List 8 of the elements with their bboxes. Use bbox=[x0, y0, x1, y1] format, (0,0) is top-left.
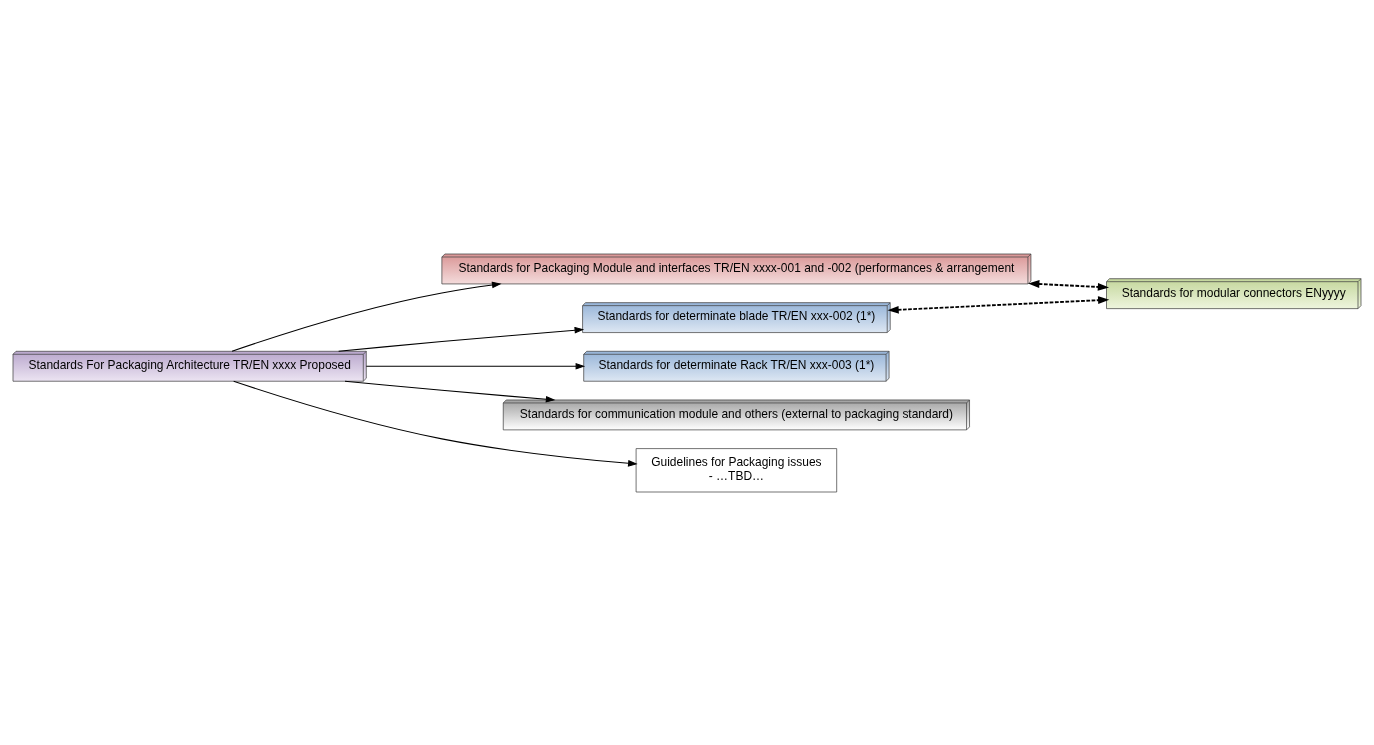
arrow bbox=[233, 380, 638, 467]
arrow bbox=[344, 380, 556, 403]
arrow bbox=[887, 295, 1110, 314]
arrow bbox=[365, 362, 586, 370]
arrow bbox=[338, 326, 585, 352]
arrow bbox=[231, 281, 502, 352]
node-box: Guidelines for Packaging issues - …TBD… bbox=[635, 447, 838, 492]
arrow bbox=[1028, 279, 1110, 291]
